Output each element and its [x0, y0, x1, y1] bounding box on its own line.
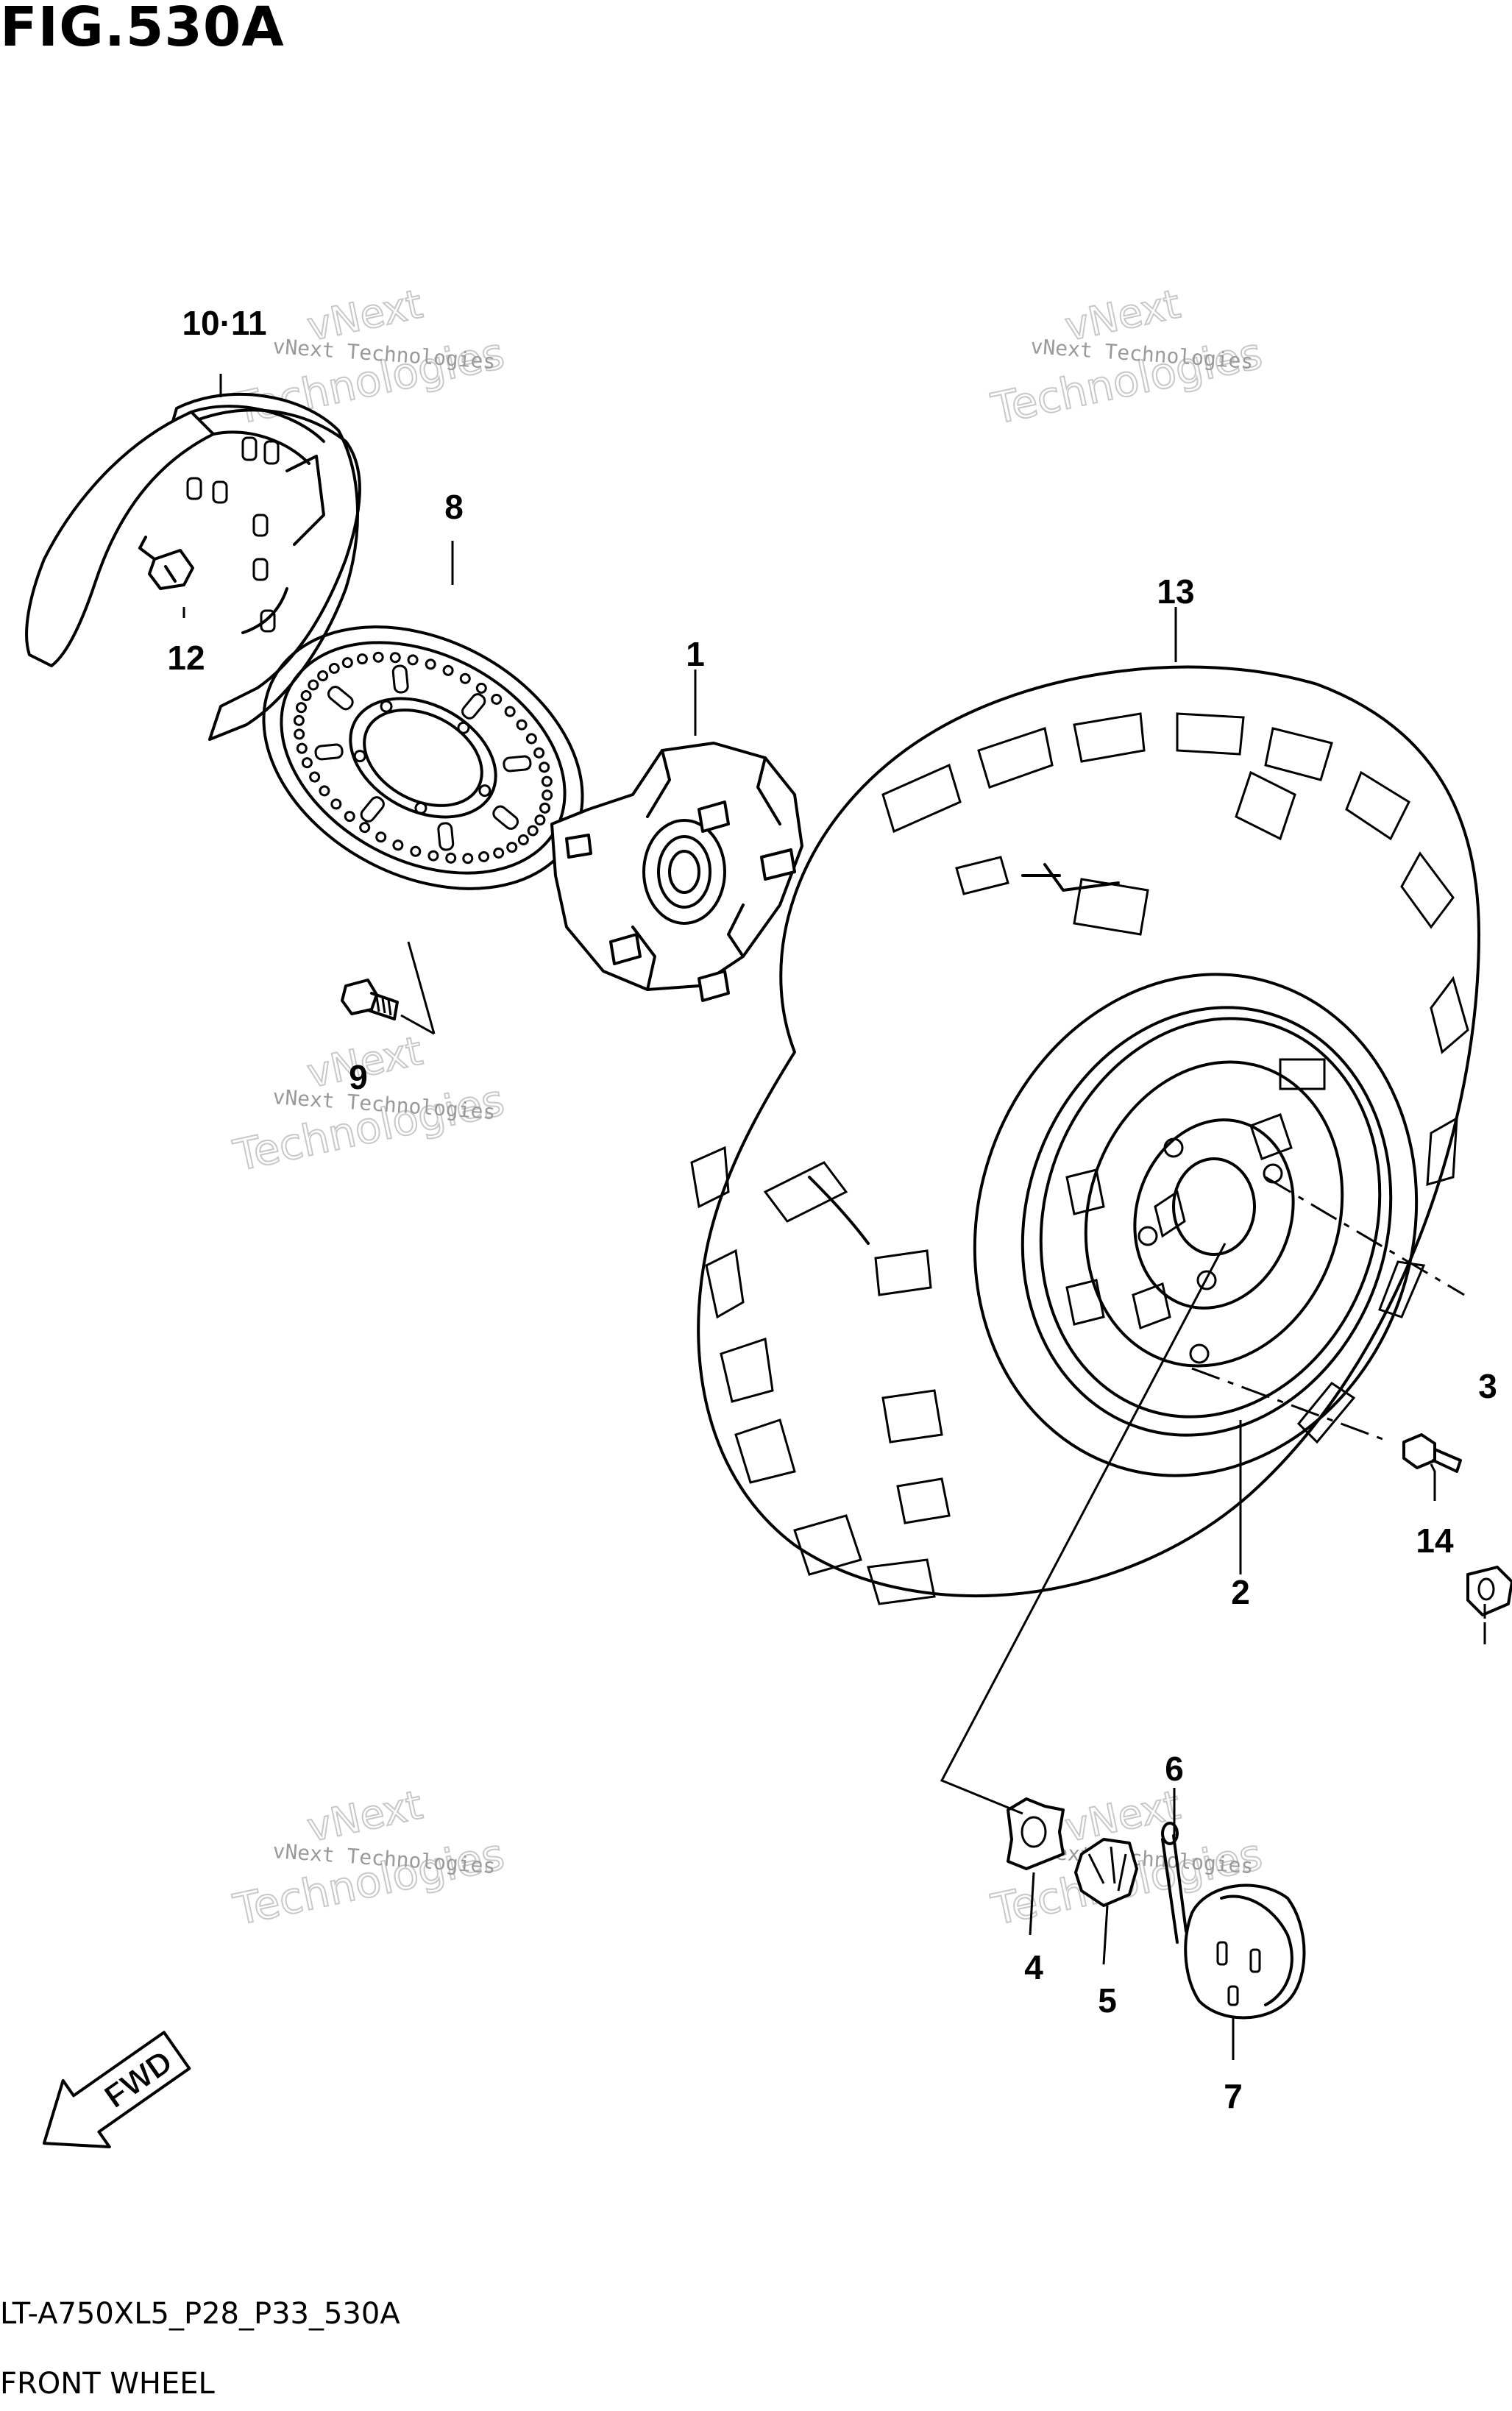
disc-slot: [327, 686, 354, 711]
disc-drill-hole: [462, 853, 474, 864]
hub-cap-icon: [1184, 1883, 1306, 2020]
wheel-rim-icon: [1021, 1006, 1393, 1437]
callout-9: 9: [349, 1058, 368, 1096]
disc-drill-hole: [293, 714, 305, 726]
disc-drill-hole: [372, 651, 384, 663]
disc-drill-hole: [541, 775, 553, 787]
brake-disc-icon: [262, 625, 584, 890]
fwd-arrow-icon: FWD: [42, 2031, 191, 2148]
disc-drill-hole: [445, 852, 457, 864]
callout-10-11: 10·11: [182, 304, 266, 342]
wheel-hub-icon: [550, 742, 803, 1002]
disc-drill-hole: [344, 811, 355, 823]
disc-drill-hole: [533, 747, 545, 759]
air-valve-icon: [1402, 1433, 1462, 1473]
disc-drill-hole: [517, 834, 529, 845]
disc-slot: [503, 755, 532, 773]
figure-code: LT-A750XL5_P28_P33_530A: [0, 2297, 400, 2331]
disc-slot: [314, 743, 344, 761]
axle-leader: [940, 1243, 1227, 1815]
disc-drill-hole: [301, 757, 313, 769]
disc-drill-hole: [527, 825, 539, 837]
disc-drill-hole: [525, 733, 537, 745]
disc-bolt-hole: [380, 700, 393, 713]
disc-drill-hole: [294, 728, 305, 740]
disc-slot: [492, 805, 519, 830]
disc-bolt-hole: [414, 801, 427, 814]
disc-drill-hole: [442, 664, 454, 676]
callout-5: 5: [1098, 1981, 1117, 2020]
disc-drill-hole: [296, 742, 308, 754]
disc-drill-hole: [375, 831, 387, 843]
disc-drill-hole: [539, 802, 551, 814]
disc-drill-hole: [392, 839, 404, 851]
disc-drill-hole: [317, 670, 329, 682]
disc-drill-hole: [359, 822, 371, 834]
castle-nut-icon: [1074, 1838, 1138, 1907]
cotter-pin-icon: [1161, 1822, 1188, 1944]
disc-drill-hole: [539, 761, 550, 773]
callout-4: 4: [1024, 1948, 1043, 1986]
disc-drill-hole: [407, 654, 419, 666]
disc-drill-hole: [427, 850, 439, 862]
disc-drill-hole: [475, 682, 487, 694]
leader-lines: [182, 374, 1486, 2060]
callout-1: 1: [686, 635, 705, 673]
disc-drill-hole: [330, 798, 342, 810]
disc-bolt-icon: [341, 979, 399, 1020]
disc-cover-icon: [25, 392, 361, 741]
disc-slot: [391, 664, 409, 694]
leader-line-9: [407, 941, 436, 1034]
disc-drill-hole: [319, 785, 330, 797]
wheel-nut-icon: [1466, 1566, 1512, 1616]
disc-slot: [461, 693, 486, 720]
tire-icon: [690, 665, 1480, 1605]
disc-drill-hole: [389, 652, 401, 664]
disc-drill-hole: [534, 814, 546, 826]
disc-drill-hole: [491, 693, 503, 705]
callout-14: 14: [1416, 1521, 1454, 1560]
leader-line-9b: [400, 1014, 435, 1035]
disc-drill-hole: [308, 679, 319, 691]
disc-drill-hole: [341, 657, 353, 669]
figure-name: FRONT WHEEL: [0, 2367, 215, 2401]
disc-drill-hole: [504, 706, 516, 717]
disc-drill-hole: [506, 842, 518, 853]
disc-drill-hole: [356, 653, 368, 665]
cover-bolt-icon: [138, 536, 194, 590]
disc-slot: [360, 796, 385, 823]
disc-drill-hole: [295, 702, 307, 714]
disc-bolt-hole: [353, 750, 366, 763]
callout-12: 12: [167, 639, 205, 677]
disc-drill-hole: [328, 662, 340, 674]
disc-drill-hole: [516, 719, 528, 731]
disc-drill-hole: [410, 845, 422, 857]
disc-drill-hole: [478, 851, 490, 862]
callout-8: 8: [444, 488, 464, 526]
disc-bolt-hole: [457, 721, 470, 734]
callout-3: 3: [1478, 1367, 1497, 1405]
callout-2: 2: [1231, 1573, 1250, 1611]
disc-slot: [437, 822, 455, 851]
disc-drill-hole: [300, 689, 312, 701]
callout-labels: 1 2 3 4 5 6 7 8 9 10·11 12 13 14: [167, 304, 1497, 2115]
disc-bolt-hole: [478, 784, 491, 798]
disc-drill-hole: [493, 847, 505, 859]
figure-title: FIG.530A: [0, 0, 285, 59]
disc-drill-hole: [425, 658, 436, 670]
disc-drill-hole: [459, 672, 471, 684]
disc-drill-hole: [309, 771, 321, 783]
callout-6: 6: [1165, 1750, 1184, 1788]
callout-7: 7: [1224, 2077, 1243, 2115]
washer-icon: [1007, 1797, 1065, 1870]
center-lines: [1191, 1176, 1465, 1444]
callout-13: 13: [1157, 572, 1194, 611]
watermark-large-top: vNext: [303, 1781, 426, 1850]
disc-drill-hole: [542, 789, 553, 801]
